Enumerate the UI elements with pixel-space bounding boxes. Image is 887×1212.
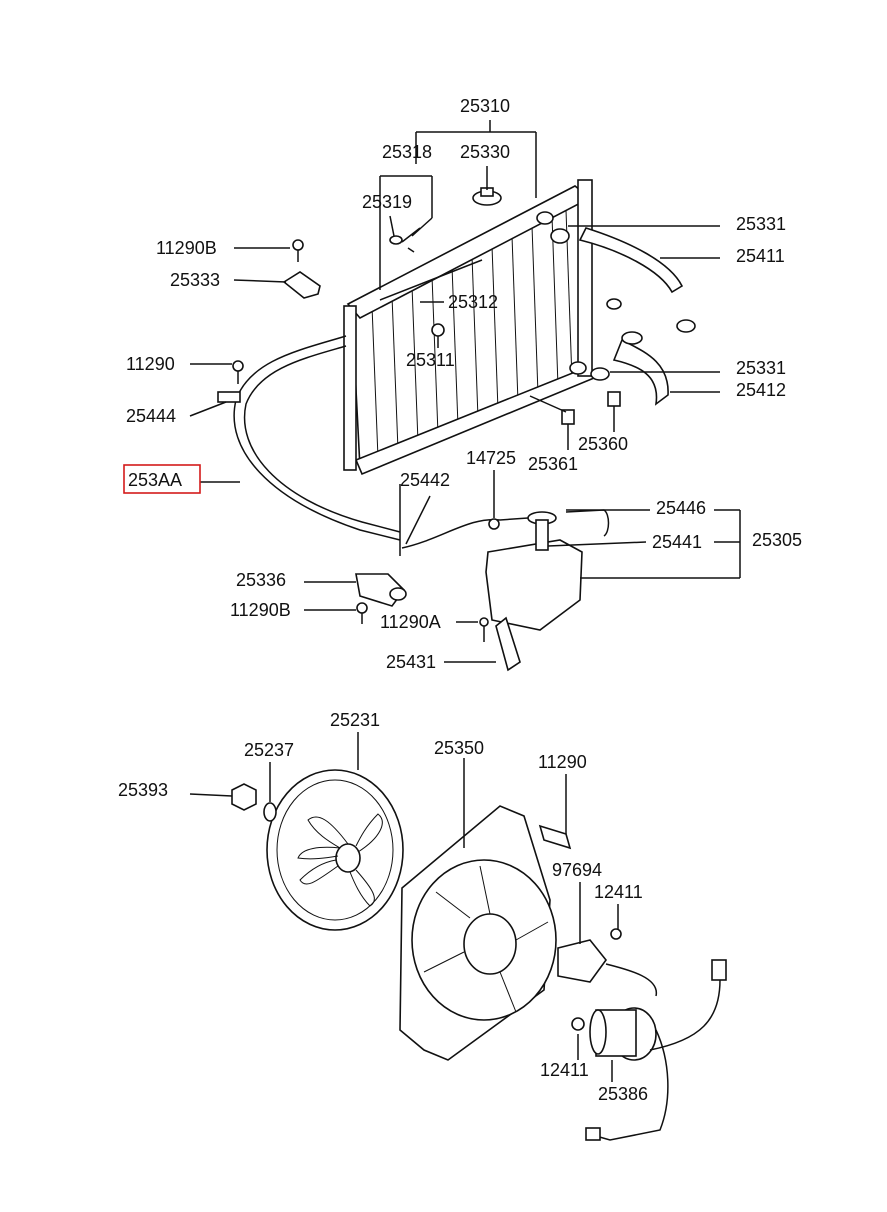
label-25318: 25318 [382, 142, 432, 162]
label-11290-left: 11290 [126, 354, 175, 374]
bolt-12411-low [571, 1017, 585, 1031]
label-25431: 25431 [386, 652, 436, 672]
nut-25393 [231, 783, 257, 811]
washer-25237 [263, 802, 277, 822]
label-25386: 25386 [598, 1084, 648, 1104]
label-14725: 14725 [466, 448, 516, 468]
part-labels: 25310 25318 25330 25319 11290B 25333 253… [118, 96, 802, 1104]
label-253AA: 253AA [128, 470, 182, 490]
label-25237: 25237 [244, 740, 294, 760]
bracket-25333 [282, 239, 321, 299]
label-25231: 25231 [330, 710, 380, 730]
label-12411-low: 12411 [540, 1060, 589, 1080]
label-25442: 25442 [400, 470, 450, 490]
bracket-25336 [355, 573, 407, 624]
label-25331-mid: 25331 [736, 358, 786, 378]
label-25393: 25393 [118, 780, 168, 800]
drain-plug [389, 227, 421, 253]
overflow-hose-25444 [217, 335, 401, 541]
bar-25312 [379, 259, 483, 337]
label-25319: 25319 [362, 192, 412, 212]
label-25311: 25311 [406, 350, 455, 370]
label-25350: 25350 [434, 738, 484, 758]
label-25305: 25305 [752, 530, 802, 550]
leader-lines [189, 120, 741, 1082]
label-97694: 97694 [552, 860, 602, 880]
highlight-box-253AA [123, 464, 201, 494]
resistor-97694 [557, 939, 727, 1051]
upper-hose-25411 [550, 227, 696, 333]
shroud-25350 [399, 805, 557, 1061]
motor-25386 [585, 1007, 669, 1141]
label-11290B-top: 11290B [156, 238, 217, 258]
bolt-12411-top [610, 928, 622, 940]
label-25312: 25312 [448, 292, 498, 312]
label-25441: 25441 [652, 532, 702, 552]
label-11290B-low: 11290B [230, 600, 291, 620]
bolt-11290-fan [538, 824, 572, 850]
label-25361: 25361 [528, 454, 578, 474]
label-12411-top: 12411 [594, 882, 643, 902]
radiator-cap-25330 [472, 187, 502, 206]
label-25333: 25333 [170, 270, 220, 290]
radiator [343, 179, 595, 476]
label-11290A: 11290A [380, 612, 441, 632]
label-25360: 25360 [578, 434, 628, 454]
label-25411: 25411 [736, 246, 785, 266]
label-25444: 25444 [126, 406, 176, 426]
label-11290-fan: 11290 [538, 752, 587, 772]
label-25336: 25336 [236, 570, 286, 590]
label-25412: 25412 [736, 380, 786, 400]
label-25330: 25330 [460, 142, 510, 162]
fan-25231 [266, 769, 404, 931]
reservoir-25305 [401, 509, 610, 631]
bracket-25431 [479, 616, 521, 672]
lower-hose-25412 [590, 331, 669, 406]
label-25331-top: 25331 [736, 214, 786, 234]
label-25446: 25446 [656, 498, 706, 518]
label-25310: 25310 [460, 96, 510, 116]
